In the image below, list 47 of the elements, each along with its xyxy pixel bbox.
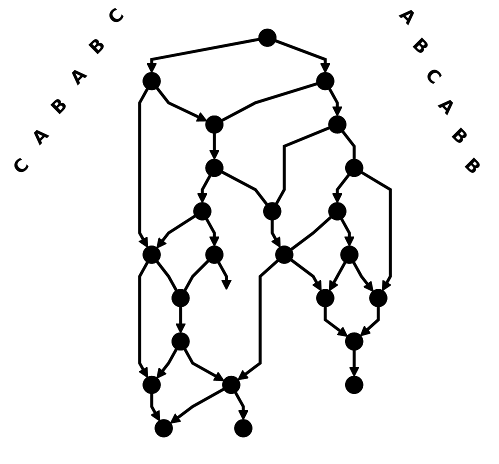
- connector: [156, 260, 178, 292]
- connector: [183, 260, 210, 292]
- arrow: [150, 393, 160, 422]
- arrow: [197, 174, 212, 204]
- sequence-letter: C: [10, 156, 33, 178]
- arrow: [156, 214, 196, 249]
- arrow: [328, 261, 347, 292]
- arrow: [360, 170, 392, 292]
- arrow: [183, 348, 224, 382]
- arrow: [234, 392, 249, 420]
- arrow: [290, 258, 322, 292]
- sequence-letter: C: [106, 6, 128, 28]
- arrow: [156, 348, 178, 379]
- sequence-letter: A: [434, 96, 458, 118]
- arrow: [352, 261, 374, 292]
- sequence-letter: A: [30, 126, 52, 148]
- connector: [221, 82, 318, 122]
- sequence-letter: B: [460, 156, 484, 178]
- connector: [290, 216, 332, 251]
- arrow: [360, 306, 380, 336]
- arrow: [170, 388, 225, 424]
- sequence-letter: B: [408, 36, 432, 58]
- sequence-letter: A: [68, 66, 90, 88]
- arrow: [332, 174, 350, 204]
- arrow: [138, 261, 149, 378]
- arrow: [138, 88, 149, 248]
- arrow: [328, 88, 343, 117]
- sequence-letter: B: [448, 126, 470, 148]
- arrow: [209, 132, 220, 160]
- connector: [341, 130, 356, 160]
- arrow: [217, 261, 232, 290]
- arrow: [238, 259, 280, 380]
- sequence-letter: A: [396, 6, 418, 28]
- arrow: [348, 350, 360, 377]
- arrow: [274, 39, 331, 74]
- arrow: [340, 218, 355, 247]
- connector: [221, 170, 268, 206]
- connector: [275, 126, 330, 205]
- arrow: [156, 86, 208, 122]
- arrow: [270, 220, 281, 248]
- arrow: [146, 38, 260, 74]
- arrow: [324, 306, 348, 337]
- arrow: [175, 306, 186, 334]
- arrow: [205, 218, 220, 247]
- sequence-letter: B: [86, 36, 110, 58]
- sequence-letter: C: [422, 66, 444, 88]
- sequence-letter: B: [48, 96, 72, 118]
